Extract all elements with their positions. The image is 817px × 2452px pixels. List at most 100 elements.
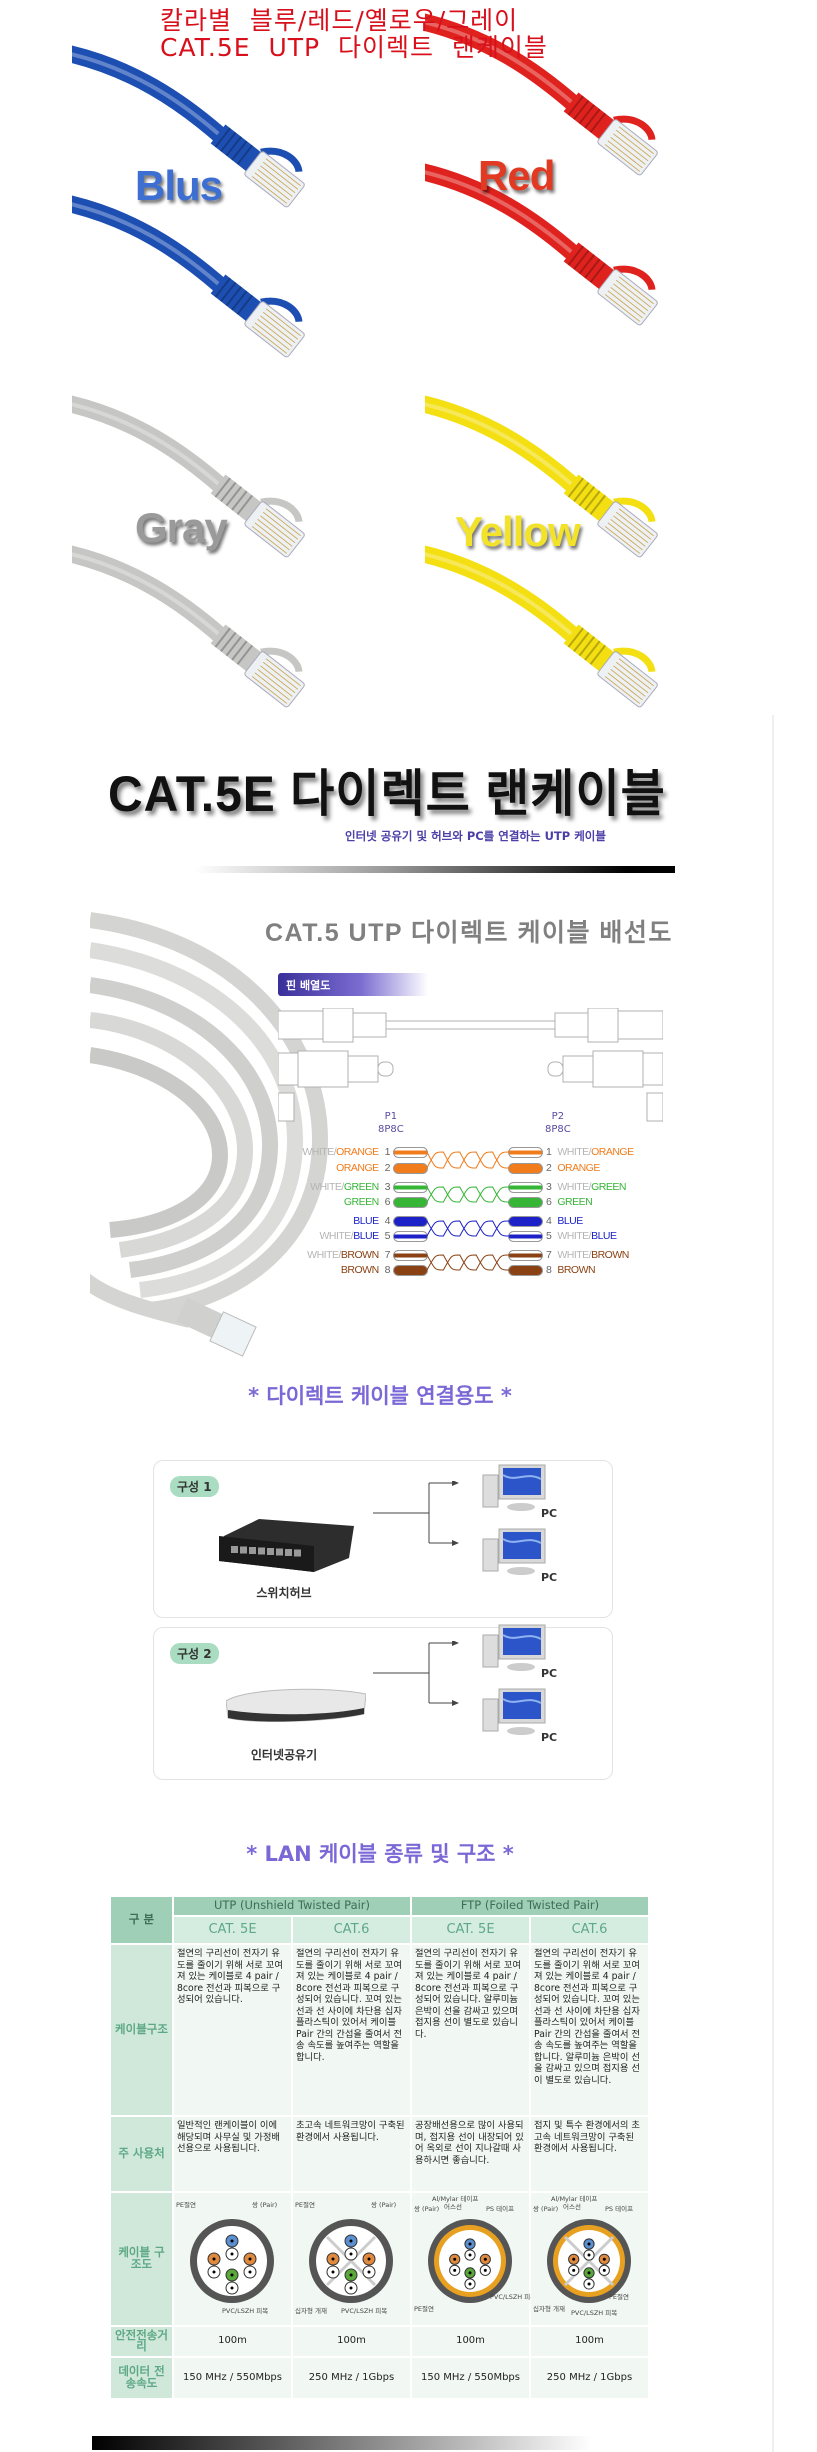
diagram-label: PVC/LSZH 피복: [222, 2307, 269, 2315]
pin-number: 3: [384, 1181, 391, 1193]
pc-icon: [482, 1688, 546, 1735]
divider: [772, 715, 774, 2452]
table-row: 케이블구조 절연의 구리선이 전자기 유도를 줄이기 위해 서로 꼬여져 있는 케…: [111, 1945, 648, 2115]
cable-1: [72, 395, 305, 558]
diagram-label: 십자형 개재: [295, 2307, 327, 2315]
pin-color-name: BLUE: [353, 1215, 379, 1227]
cable-1: [425, 13, 658, 176]
table-cell: 접지 및 특수 환경에서의 초고속 네트워크망이 구축된 환경에서 사용됩니다.: [531, 2117, 648, 2191]
device-label: 인터넷공유기: [250, 1748, 318, 1762]
connection-arrows: [373, 1481, 459, 1546]
pin-color-name: BLUE: [353, 1230, 379, 1242]
pin-prefix: WHITE/: [307, 1249, 341, 1261]
variant-label-blue: Blus: [135, 162, 223, 209]
pin-prefix: WHITE/: [302, 1146, 337, 1158]
pin-color-name: BLUE: [557, 1215, 583, 1227]
lan-cable-comparison-table: 구 분 UTP (Unshield Twisted Pair)FTP (Foil…: [109, 1895, 650, 2400]
pc-icon: [482, 1528, 546, 1575]
variant-label-gray: Gray: [135, 504, 228, 551]
pin-prefix: WHITE/: [557, 1249, 592, 1261]
wire-plug: [393, 1147, 428, 1158]
product-subtitle: 인터넷 공유기 및 허브와 PC를 연결하는 UTP 케이블: [345, 829, 606, 843]
wire-plug: [393, 1182, 428, 1193]
twist-wire: [427, 1186, 509, 1203]
pin-number: 2: [384, 1162, 391, 1174]
diagram-label: PS 테이프: [486, 2205, 515, 2213]
diagram-label: 쌍 (Pair): [252, 2201, 278, 2209]
pin-color-name: BROWN: [340, 1264, 379, 1276]
pin-color-name: BROWN: [557, 1264, 596, 1276]
connection-arrows: [373, 1641, 459, 1706]
wire-plug: [393, 1265, 428, 1276]
cable-cross-section: PE절연 쌍 (Pair) PVC/LSZH 피복: [174, 2193, 291, 2325]
twist-wire: [427, 1151, 509, 1169]
pin-number: 7: [546, 1249, 552, 1261]
diagram-label: PVC/LSZH 피복: [341, 2307, 388, 2315]
pin-number: 8: [384, 1264, 391, 1276]
row-header: 케이블구조: [111, 1945, 172, 2115]
twist-wire: [427, 1151, 509, 1169]
pin-color-name: BLUE: [591, 1230, 617, 1242]
diagram-label: PE절연: [176, 2201, 196, 2209]
pin-prefix: WHITE/: [319, 1230, 354, 1242]
pin-number: 8: [546, 1264, 552, 1276]
diagram-label: PS 테이프: [605, 2205, 634, 2213]
table-cell: 절연의 구리선이 전자기 유도를 줄이기 위해 서로 꼬여져 있는 케이블로 4…: [293, 1945, 410, 2115]
pin-color-name: ORANGE: [336, 1146, 379, 1158]
header-label: 구 분: [111, 1897, 172, 1943]
wire-plug: [393, 1163, 428, 1174]
pin-color-name: BROWN: [591, 1249, 629, 1261]
usage-title: * 다이렉트 케이블 연결용도 *: [248, 1384, 512, 1408]
diagram-label: 쌍 (Pair): [533, 2205, 559, 2213]
wire-plug: [508, 1197, 543, 1208]
diagram-label: PVC/LSZH 피복: [571, 2309, 618, 2317]
table-cell: 250 MHz / 1Gbps: [293, 2357, 410, 2398]
table-cell: 150 MHz / 550Mbps: [412, 2357, 529, 2398]
table-cell: 150 MHz / 550Mbps: [174, 2357, 291, 2398]
pc-label: PC: [541, 1731, 558, 1744]
pc-icon: [482, 1624, 546, 1671]
config-badge: 구성 1: [170, 1476, 219, 1497]
lan-title: * LAN 케이블 종류 및 구조 *: [246, 1842, 514, 1866]
pc-label: PC: [541, 1507, 558, 1520]
pin-number: 3: [546, 1181, 552, 1193]
p1-label: P1: [384, 1111, 398, 1122]
wire-plug: [508, 1231, 543, 1242]
pin-number: 6: [384, 1196, 391, 1208]
pin-right-8: 8 BROWN: [546, 1263, 666, 1278]
config-box-2: 구성 2 인터넷공유기 PC PC: [153, 1624, 613, 1780]
diagram-label: 쌍 (Pair): [414, 2205, 440, 2213]
router-icon: [226, 1688, 366, 1722]
config-box-1: 구성 1 스위치허브 PC PC: [153, 1460, 613, 1618]
pc-label: PC: [541, 1571, 558, 1584]
wire-plug: [508, 1147, 543, 1158]
product-photo-red: Red: [425, 0, 715, 362]
wire-plug: [508, 1182, 543, 1193]
pin-number: 5: [384, 1230, 391, 1242]
p1-header: P1 8P8C: [378, 1110, 404, 1136]
diagram-label: PE절연: [295, 2201, 315, 2209]
config-badge: 구성 2: [170, 1643, 219, 1664]
group-header: FTP (Foiled Twisted Pair): [412, 1897, 648, 1915]
twist-wire: [427, 1220, 509, 1237]
p1-connector-type: 8P8C: [378, 1124, 404, 1135]
diagram-label: PE절연: [609, 2293, 629, 2301]
wire-plug: [393, 1250, 428, 1261]
cable-1: [72, 45, 305, 208]
variant-label-yellow: Yellow: [455, 508, 581, 555]
diagram-label: 어스선: [444, 2203, 462, 2211]
pin-number: 2: [546, 1162, 552, 1174]
twist-wire: [427, 1254, 509, 1271]
table-cell: 공장배선용으로 많이 사용되며, 접지용 선이 내장되어 있어 옥외로 선이 지…: [412, 2117, 529, 2191]
pin-color-name: GREEN: [343, 1181, 379, 1193]
